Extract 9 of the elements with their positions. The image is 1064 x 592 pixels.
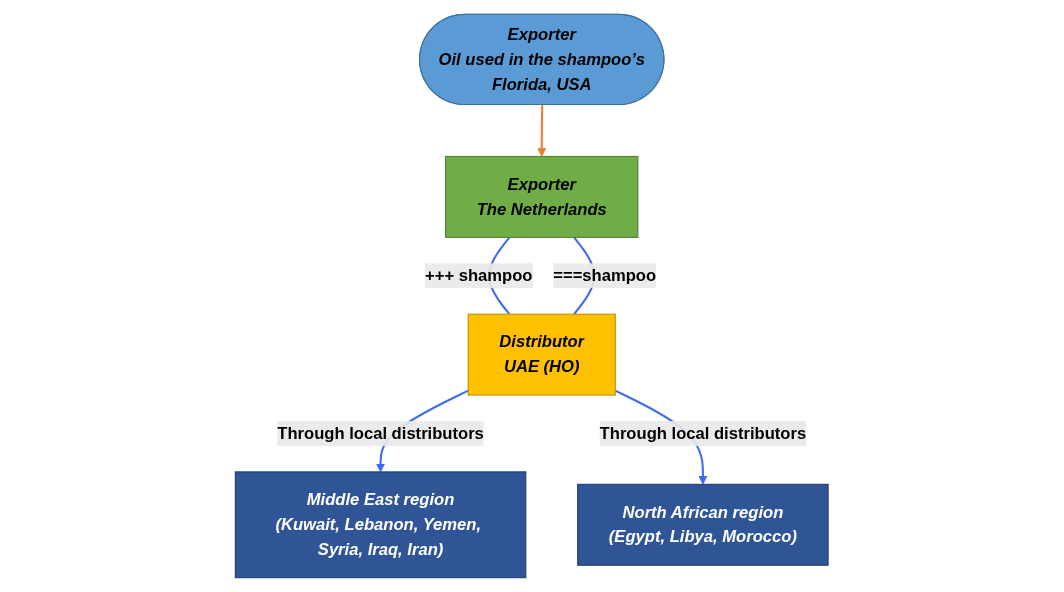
edge-label: Through local distributors xyxy=(599,424,807,442)
edge-label: +++ shampoo xyxy=(425,266,533,285)
edge-label: ===shampoo xyxy=(553,266,657,285)
node-box: Exporter The Netherlands xyxy=(445,155,639,238)
node-box: North African region (Egypt, Libya, Morocco) xyxy=(577,483,829,566)
node-box: Distributor UAE (HO) xyxy=(467,313,617,396)
arrow xyxy=(537,105,547,157)
edge-label: Through local distributors xyxy=(277,424,485,442)
node-box: Middle East region (Kuwait, Lebanon, Yemen, Syria, Iraq, Iran) xyxy=(235,471,527,579)
